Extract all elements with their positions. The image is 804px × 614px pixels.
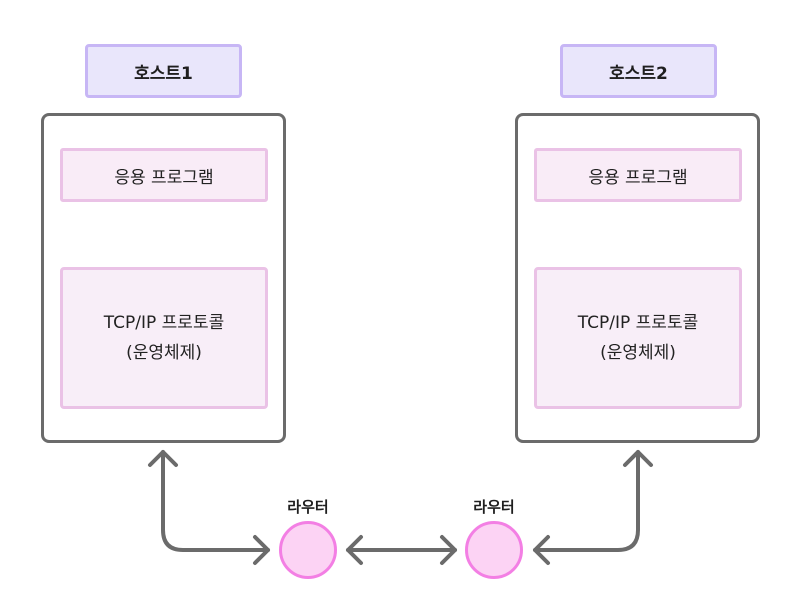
host1-application-box: 응용 프로그램 <box>60 148 268 202</box>
host2-tcpip-label: TCP/IP 프로토콜 <box>577 313 699 333</box>
host2-tcpip-box: TCP/IP 프로토콜 (운영체제) <box>534 267 742 409</box>
host2-os-label: (운영체제) <box>600 343 676 363</box>
router-host2-link-arrow <box>533 450 653 565</box>
host1-os-label: (운영체제) <box>126 343 202 363</box>
host1-router-link-arrow <box>148 450 270 565</box>
router2-node <box>465 521 523 579</box>
host2-label: 호스트2 <box>560 44 717 98</box>
host2-application-box: 응용 프로그램 <box>534 148 742 202</box>
router1-label: 라우터 <box>287 498 329 516</box>
router1-node <box>279 521 337 579</box>
host1-label: 호스트1 <box>85 44 242 98</box>
host1-tcpip-box: TCP/IP 프로토콜 (운영체제) <box>60 267 268 409</box>
router2-label: 라우터 <box>473 498 515 516</box>
host1-tcpip-label: TCP/IP 프로토콜 <box>103 313 225 333</box>
router-router-link-arrow <box>346 535 457 565</box>
